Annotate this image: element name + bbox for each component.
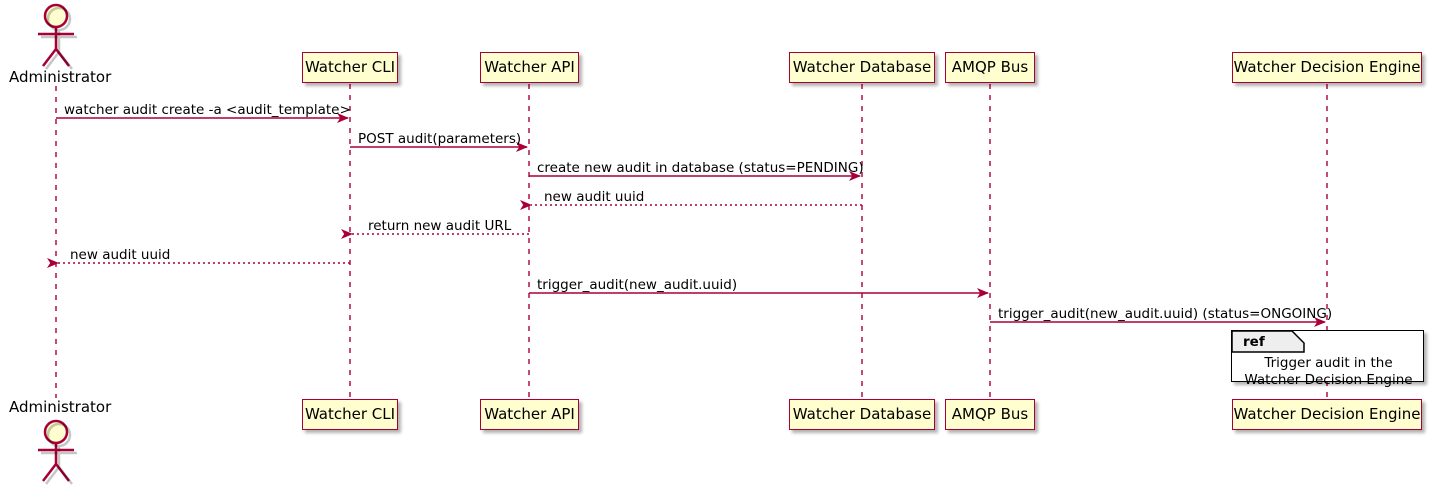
message-label-7: trigger_audit(new_audit.uuid) [537, 277, 738, 293]
message-label-3: create new audit in database (status=PEN… [537, 160, 864, 176]
participant-footer-watcher-cli[interactable]: Watcher CLI [302, 399, 398, 430]
actor-administrator-bottom-icon [38, 419, 77, 485]
lifelines [55, 84, 1328, 398]
message-label-4: new audit uuid [544, 189, 645, 205]
participant-header-watcher-api[interactable]: Watcher API [480, 52, 579, 83]
participant-footer-watcher-api[interactable]: Watcher API [480, 399, 579, 430]
participant-footer-amqp-bus-label: AMQP Bus [951, 405, 1029, 423]
participant-footer-amqp-bus[interactable]: AMQP Bus [945, 399, 1035, 430]
participant-header-watcher-database[interactable]: Watcher Database [789, 52, 935, 83]
actor-administrator-top-icon [38, 3, 77, 70]
message-label-5: return new audit URL [368, 218, 512, 234]
ref-fragment-body: Trigger audit in the Watcher Decision En… [1244, 355, 1413, 388]
participant-header-watcher-database-label: Watcher Database [792, 58, 932, 76]
message-label-2: POST audit(parameters) [358, 131, 522, 147]
participant-header-amqp-bus-label: AMQP Bus [951, 58, 1029, 76]
ref-fragment-tab-shape [1232, 331, 1305, 353]
participant-footer-watcher-cli-label: Watcher CLI [304, 405, 396, 423]
participant-header-watcher-decision-engine[interactable]: Watcher Decision Engine [1232, 52, 1422, 83]
message-label-1: watcher audit create -a <audit_template> [64, 102, 351, 118]
ref-fragment-operator: ref [1243, 334, 1265, 350]
participant-header-watcher-api-label: Watcher API [484, 58, 575, 76]
participant-header-amqp-bus[interactable]: AMQP Bus [945, 52, 1035, 83]
participant-header-administrator-label: Administrator [9, 68, 112, 86]
participant-footer-watcher-api-label: Watcher API [484, 405, 575, 423]
participant-footer-administrator-label: Administrator [9, 398, 112, 416]
message-label-8: trigger_audit(new_audit.uuid) (status=ON… [998, 306, 1333, 322]
participant-header-watcher-cli-label: Watcher CLI [304, 58, 396, 76]
participant-footer-watcher-database[interactable]: Watcher Database [789, 399, 935, 430]
participant-header-watcher-decision-engine-label: Watcher Decision Engine [1233, 58, 1421, 76]
participant-footer-watcher-decision-engine-label: Watcher Decision Engine [1233, 405, 1421, 423]
participant-header-watcher-cli[interactable]: Watcher CLI [302, 52, 398, 83]
participant-footer-watcher-database-label: Watcher Database [792, 405, 932, 423]
participant-footer-watcher-decision-engine[interactable]: Watcher Decision Engine [1232, 399, 1422, 430]
ref-fragment: ref Trigger audit in the Watcher Decisio… [1231, 330, 1424, 388]
message-arrows [47, 113, 1326, 327]
message-label-6: new audit uuid [70, 247, 171, 263]
